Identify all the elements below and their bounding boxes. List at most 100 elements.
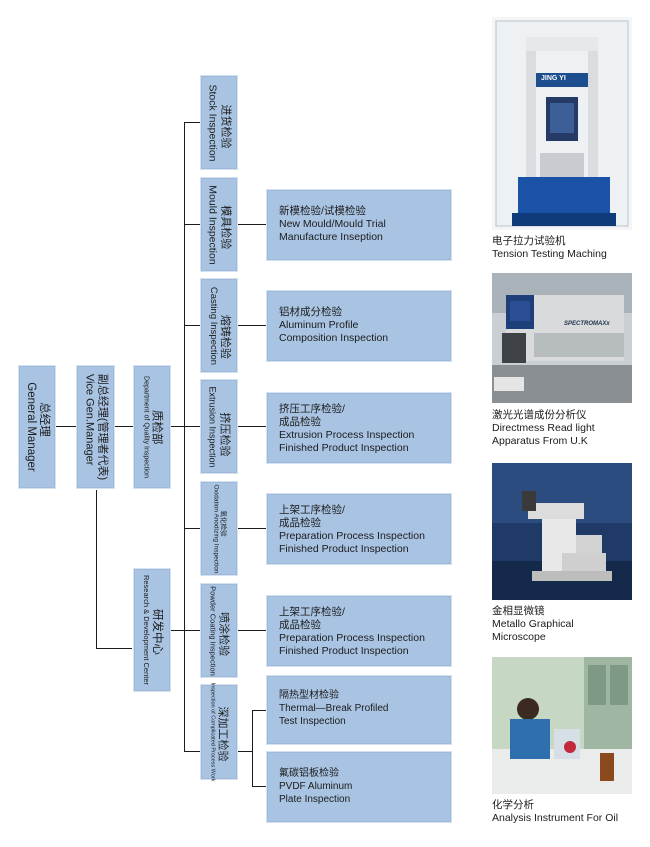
tension-testing-caption-cn: 电子拉力试验机 (492, 235, 566, 247)
microscope-caption-en1: Metallo Graphical (492, 618, 574, 630)
detail-thermal-line3: Test Inspection (279, 716, 346, 727)
detail-powder-line4: Finished Product Inspection (279, 645, 409, 657)
detail-extrusion-line1: 挤压工序检验/ (279, 403, 345, 415)
spectrometer-caption-en2: Apparatus From U.K (492, 435, 588, 447)
tension-machine-label: JING YI (541, 75, 566, 82)
detail-casting-line2: Aluminum Profile (279, 319, 359, 331)
quality-dept-box: 质检部 Department of Quality Inspection (133, 365, 171, 489)
inspection-complicated-en: Inspection of Complicated Process Work (209, 682, 216, 782)
connector-powder-detail (238, 630, 266, 631)
spectrometer-photo: SPECTROMAXx (492, 273, 632, 403)
connector-oxidation-detail (238, 528, 266, 529)
detail-extrusion-box: 挤压工序检验/ 成品检验 Extrusion Process Inspectio… (266, 392, 452, 464)
detail-mould-box: 新模检验/试模检验 New Mould/Mould Trial Manufact… (266, 189, 452, 261)
inspection-oxidation-cn: 氧化检验 (219, 510, 227, 537)
connector-pvdf-detail (252, 786, 266, 787)
microscope-caption-cn: 金相显微镜 (492, 605, 545, 617)
detail-pvdf-line2: PVDF Aluminum (279, 781, 353, 792)
spectrometer-caption-en1: Directmess Read light (492, 422, 595, 434)
connector-vice-rd-vertical (96, 490, 97, 648)
connector-gm-vice (56, 426, 76, 427)
detail-thermal-line2: Thermal—Break Profiled (279, 703, 389, 714)
detail-casting-box: 铝材成分检验 Aluminum Profile Composition Insp… (266, 290, 452, 362)
branch-mould (184, 224, 200, 225)
detail-oxidation-line2: 成品检验 (279, 517, 321, 529)
detail-oxidation-box: 上架工序检验/ 成品检验 Preparation Process Inspect… (266, 493, 452, 565)
connector-mould-detail (238, 224, 266, 225)
microscope-caption-en2: Microscope (492, 631, 546, 643)
detail-pvdf-line3: Plate Inspection (279, 794, 351, 805)
branch-extrusion (184, 426, 200, 427)
rd-center-en: Research & Development Center (141, 574, 151, 686)
detail-thermal-line1: 隔热型材检验 (279, 690, 339, 701)
detail-oxidation-line1: 上架工序检验/ (279, 504, 345, 516)
chemical-analysis-photo (492, 657, 632, 794)
quality-dept-cn: 质检部 (150, 410, 163, 445)
detail-thermal-box: 隔热型材检验 Thermal—Break Profiled Test Inspe… (266, 675, 452, 745)
detail-oxidation-line3: Preparation Process Inspection (279, 530, 425, 542)
detail-oxidation-line4: Finished Product Inspection (279, 543, 409, 555)
detail-extrusion-line3: Extrusion Process Inspection (279, 429, 415, 441)
quality-dept-en: Department of Quality Inspection (142, 376, 150, 478)
vice-manager-box: 副总经理(管理者代表) Vice Gen.Manager (76, 365, 115, 489)
general-manager-cn: 总经理 (38, 402, 51, 437)
spectrometer-label: SPECTROMAXx (564, 321, 610, 327)
connector-thermal-detail (252, 710, 266, 711)
chemical-analysis-caption: 化学分析 Analysis Instrument For Oil (492, 799, 618, 825)
branch-oxidation (184, 528, 200, 529)
microscope-caption: 金相显微镜 Metallo Graphical Microscope (492, 605, 574, 644)
detail-extrusion-line2: 成品检验 (279, 416, 321, 428)
detail-powder-box: 上架工序检验/ 成品检验 Preparation Process Inspect… (266, 595, 452, 667)
inspection-extrusion-cn: 挤压检验 (218, 411, 231, 456)
connector-vice-rd-horizontal (96, 648, 132, 649)
trunk-line (184, 122, 185, 751)
general-manager-box: 总经理 General Manager (18, 365, 56, 489)
detail-mould-line2: New Mould/Mould Trial (279, 218, 386, 230)
inspection-complicated-cn: 深加工检验 (216, 706, 229, 762)
tension-testing-machine-photo: JING YI (492, 17, 632, 230)
vice-manager-en: Vice Gen.Manager (83, 373, 96, 466)
general-manager-en: General Manager (25, 382, 37, 472)
inspection-stock-en: Stock Inspection (206, 83, 219, 162)
detail-powder-line1: 上架工序检验/ (279, 606, 345, 618)
tension-testing-caption-en: Tension Testing Maching (492, 248, 607, 260)
inspection-powder-en: Powder Coating Inspection (208, 585, 218, 676)
chemical-analysis-caption-cn: 化学分析 (492, 799, 534, 811)
branch-complicated (184, 751, 200, 752)
connector-vice-quality (115, 426, 133, 427)
inspection-powder-cn: 喷涂检验 (217, 611, 230, 656)
connector-extrusion-detail (238, 426, 266, 427)
detail-pvdf-line1: 氟碳铝板检验 (279, 768, 339, 779)
rd-center-cn: 研发中心 (150, 608, 163, 655)
branch-stock (184, 122, 200, 123)
chemical-analysis-caption-en: Analysis Instrument For Oil (492, 812, 619, 824)
connector-rd-trunk (171, 630, 184, 631)
spectrometer-caption: 激光光谱成份分析仪 Directmess Read light Apparatu… (492, 409, 595, 448)
branch-casting (184, 325, 200, 326)
detail-mould-line1: 新模检验/试模检验 (279, 205, 366, 217)
inspection-casting-en: Casting Inspection (208, 286, 220, 365)
microscope-photo (492, 463, 632, 600)
detail-powder-line3: Preparation Process Inspection (279, 632, 425, 644)
connector-complicated-vertical (252, 710, 253, 786)
detail-extrusion-line4: Finished Product Inspection (279, 442, 409, 454)
detail-mould-line3: Manufacture Inseption (279, 231, 383, 243)
branch-powder (184, 630, 200, 631)
detail-pvdf-box: 氟碳铝板检验 PVDF Aluminum Plate Inspection (266, 751, 452, 823)
tension-testing-caption: 电子拉力试验机 Tension Testing Maching (492, 235, 607, 261)
inspection-mould-en: Mould Inspection (206, 184, 219, 265)
inspection-casting-cn: 熔铸检验 (218, 314, 231, 359)
detail-powder-line2: 成品检验 (279, 619, 321, 631)
inspection-extrusion-en: Extrusion Inspection (207, 385, 218, 468)
connector-quality-trunk (171, 426, 184, 427)
vice-manager-cn: 副总经理(管理者代表) (96, 373, 109, 481)
spectrometer-caption-cn: 激光光谱成份分析仪 (492, 409, 587, 421)
inspection-mould-cn: 模具检验 (219, 204, 232, 249)
detail-casting-line3: Composition Inspection (279, 332, 389, 344)
